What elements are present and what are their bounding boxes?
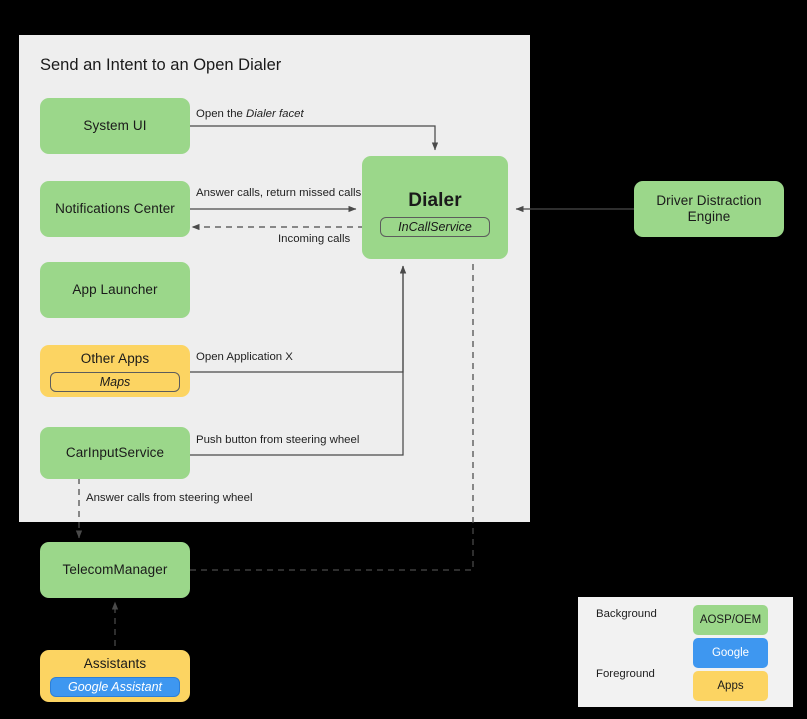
node-driver-distraction-engine-label-line1: Driver Distraction	[656, 192, 762, 208]
node-assistants[interactable]: Assistants Google Assistant	[40, 650, 190, 702]
node-car-input-service[interactable]: CarInputService	[40, 427, 190, 479]
node-app-launcher-label: App Launcher	[72, 281, 158, 297]
node-system-ui-label: System UI	[83, 117, 147, 133]
edge-label-answer-return-missed: Answer calls, return missed calls	[196, 187, 362, 199]
legend-swatch-apps: Apps	[693, 671, 768, 701]
node-notifications-center[interactable]: Notifications Center	[40, 181, 190, 237]
node-dialer-sub-incallservice[interactable]: InCallService	[380, 217, 490, 237]
legend-foreground-label: Foreground	[596, 668, 655, 680]
node-telecom-manager[interactable]: TelecomManager	[40, 542, 190, 598]
node-other-apps[interactable]: Other Apps Maps	[40, 345, 190, 397]
node-other-apps-sub-maps[interactable]: Maps	[50, 372, 180, 393]
node-telecom-manager-label: TelecomManager	[62, 561, 168, 577]
node-other-apps-label: Other Apps	[80, 351, 150, 366]
edge-label-push-button-steering-wheel: Push button from steering wheel	[196, 434, 360, 446]
legend-swatch-google: Google	[693, 638, 768, 668]
edge-label-incoming-calls: Incoming calls	[278, 233, 351, 245]
node-driver-distraction-engine[interactable]: Driver Distraction Engine	[634, 181, 784, 237]
node-notifications-center-label: Notifications Center	[55, 200, 175, 216]
node-car-input-service-label: CarInputService	[65, 444, 165, 460]
legend-background-label: Background	[596, 608, 657, 620]
page-title: Send an Intent to an Open Dialer	[40, 56, 282, 74]
node-dialer[interactable]: Dialer InCallService	[362, 156, 508, 259]
node-assistants-label: Assistants	[83, 656, 147, 671]
edge-label-open-application-x: Open Application X	[196, 351, 293, 363]
edge-label-answer-calls-steering-wheel: Answer calls from steering wheel	[86, 492, 253, 504]
node-system-ui[interactable]: System UI	[40, 98, 190, 154]
node-app-launcher[interactable]: App Launcher	[40, 262, 190, 318]
edge-label-open-dialer-facet: Open the Dialer facet	[196, 108, 304, 120]
node-assistants-sub-google-assistant[interactable]: Google Assistant	[50, 677, 180, 698]
legend-swatch-aosp-oem: AOSP/OEM	[693, 605, 768, 635]
node-dialer-label: Dialer	[408, 190, 462, 212]
node-driver-distraction-engine-label-line2: Engine	[687, 209, 731, 224]
